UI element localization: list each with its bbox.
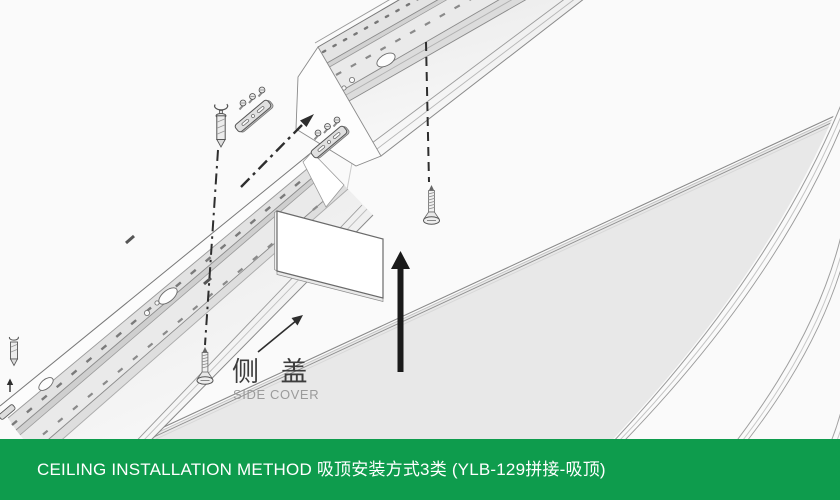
side-cover-panel — [274, 210, 384, 302]
hole-row-slots — [11, 163, 322, 426]
footer-background — [0, 439, 840, 500]
footer-bar: CEILING INSTALLATION METHOD 吸顶安装方式3类 (YL… — [0, 439, 840, 500]
expansion-anchor — [214, 103, 229, 148]
mounting-screw-right — [423, 185, 440, 225]
splice-plate-kit-1 — [234, 86, 274, 133]
side-cover-label-cn: 侧 盖 — [232, 357, 315, 387]
expansion-anchor-small — [8, 336, 19, 367]
splice-plate — [234, 99, 274, 133]
guide-dash-lines — [204, 41, 430, 346]
side-cover-label: 侧 盖 SIDE COVER — [232, 357, 319, 402]
splice-plate — [310, 125, 350, 159]
assembly-direction-dash-line — [240, 122, 305, 188]
side-cover-pointer-arrow — [257, 315, 303, 353]
push-up-arrow — [391, 251, 410, 372]
oval-mounting-hole — [158, 287, 178, 305]
mounting-screw-left — [196, 347, 214, 385]
oval-mounting-hole — [376, 52, 396, 68]
splice-plate-small — [0, 404, 16, 420]
hole-row-slots — [335, 0, 472, 76]
splice-screws — [313, 116, 341, 141]
screw-axis-dash-line-left — [204, 149, 219, 346]
linear-profile-top-right — [295, 0, 584, 167]
splice-plate-kit-2 — [310, 116, 350, 159]
splice-screws — [238, 86, 266, 111]
side-cover-label-en: SIDE COVER — [233, 387, 319, 402]
screw-axis-dash-line-right — [425, 41, 430, 183]
small-up-arrow — [6, 378, 14, 392]
oval-mounting-hole — [38, 377, 54, 391]
profile-end-opening — [302, 151, 345, 208]
anchor-ring — [214, 103, 229, 111]
assembly-arrowhead — [300, 114, 314, 127]
footer-title: CEILING INSTALLATION METHOD 吸顶安装方式3类 (YL… — [37, 460, 606, 479]
